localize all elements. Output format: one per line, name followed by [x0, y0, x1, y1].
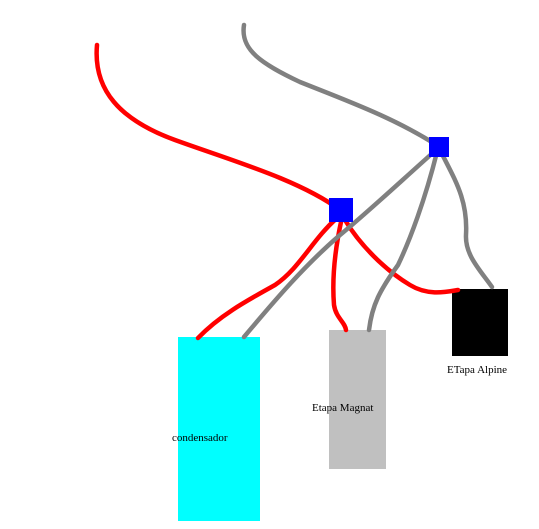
ground-wire-main	[241, 22, 441, 149]
positive-wire-to-alpine	[342, 217, 461, 295]
condensador-block	[178, 337, 260, 521]
etapa-magnat-block	[329, 330, 386, 469]
ground-wire-to-magnat	[366, 149, 440, 333]
ground-wire-to-condensador	[241, 147, 439, 340]
condensador-label: condensador	[172, 432, 228, 444]
etapa-alpine-label: ETapa Alpine	[447, 364, 507, 376]
positive-wire-main	[94, 42, 343, 213]
positive-junction-box	[329, 198, 353, 222]
positive-wire-to-condensador	[195, 215, 340, 341]
etapa-alpine-block	[452, 289, 508, 356]
ground-junction-box	[429, 137, 449, 157]
etapa-magnat-label: Etapa Magnat	[312, 402, 373, 414]
positive-wire-to-magnat	[331, 219, 349, 333]
ground-wire-to-alpine	[438, 149, 495, 290]
